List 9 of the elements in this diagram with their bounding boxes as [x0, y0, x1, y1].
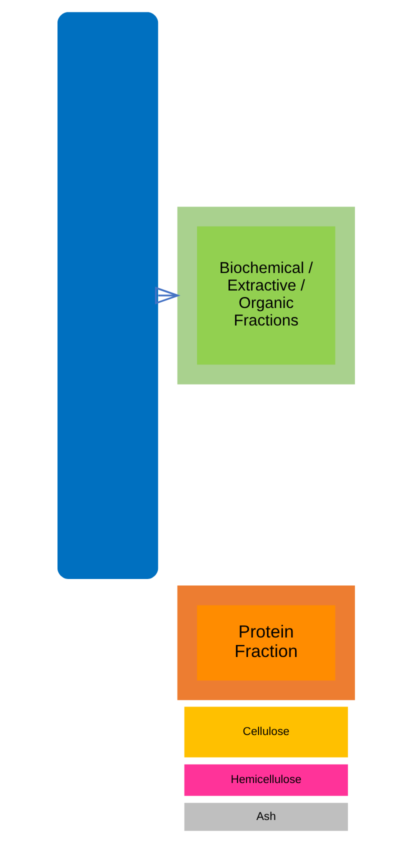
- cluster: [176, 586, 354, 700]
- node-box: Biochemical / Extractive / Organic Fractions: [196, 226, 335, 365]
- node-box: [57, 12, 158, 579]
- arrow: [154, 286, 180, 304]
- node-box: Hemicellulose: [184, 764, 348, 796]
- cluster: [176, 206, 354, 384]
- node-box: Ash: [184, 802, 348, 831]
- node-box: Cellulose: [184, 706, 348, 758]
- node-box: Protein Fraction: [196, 605, 335, 680]
